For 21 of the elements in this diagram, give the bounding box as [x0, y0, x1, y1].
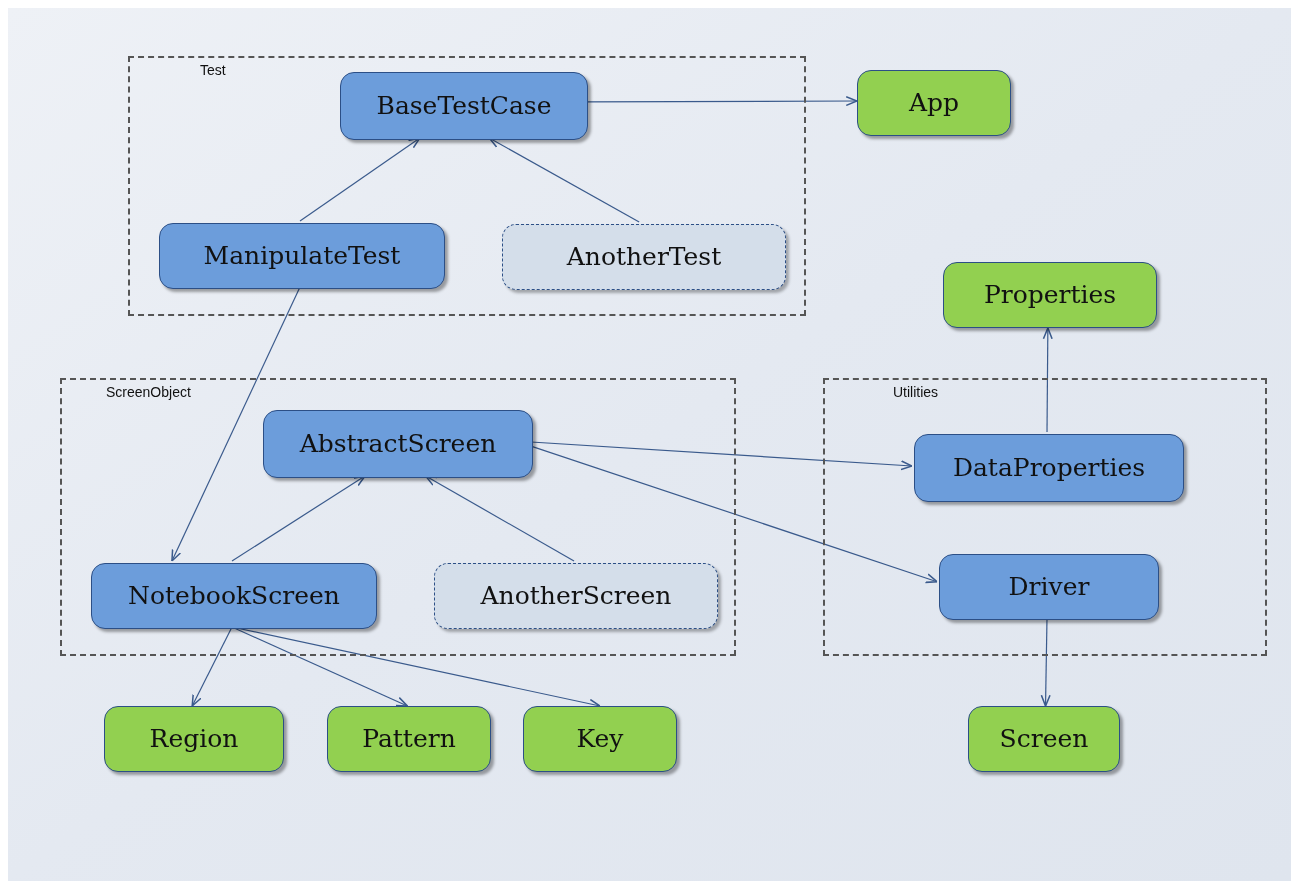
group-frame: [128, 56, 806, 316]
group-frame: [823, 378, 1267, 656]
class-box: Properties: [943, 262, 1157, 328]
class-box: Screen: [968, 706, 1120, 772]
group-frame: [60, 378, 736, 656]
class-box: BaseTestCase: [340, 72, 588, 140]
class-box: App: [857, 70, 1011, 136]
class-box: Pattern: [327, 706, 491, 772]
group-label: ScreenObject: [106, 383, 191, 402]
arrow: [1042, 327, 1053, 433]
class-box: Driver: [939, 554, 1159, 620]
class-box: NotebookScreen: [91, 563, 377, 629]
group-label: Test: [200, 61, 226, 80]
class-box: DataProperties: [914, 434, 1184, 502]
class-box: Key: [523, 706, 677, 772]
class-box: AnotherTest: [502, 224, 786, 290]
class-box: Region: [104, 706, 284, 772]
group-label: Utilities: [893, 383, 939, 402]
class-box: AnotherScreen: [434, 563, 718, 629]
class-box: ManipulateTest: [159, 223, 445, 289]
class-box: AbstractScreen: [263, 410, 533, 478]
